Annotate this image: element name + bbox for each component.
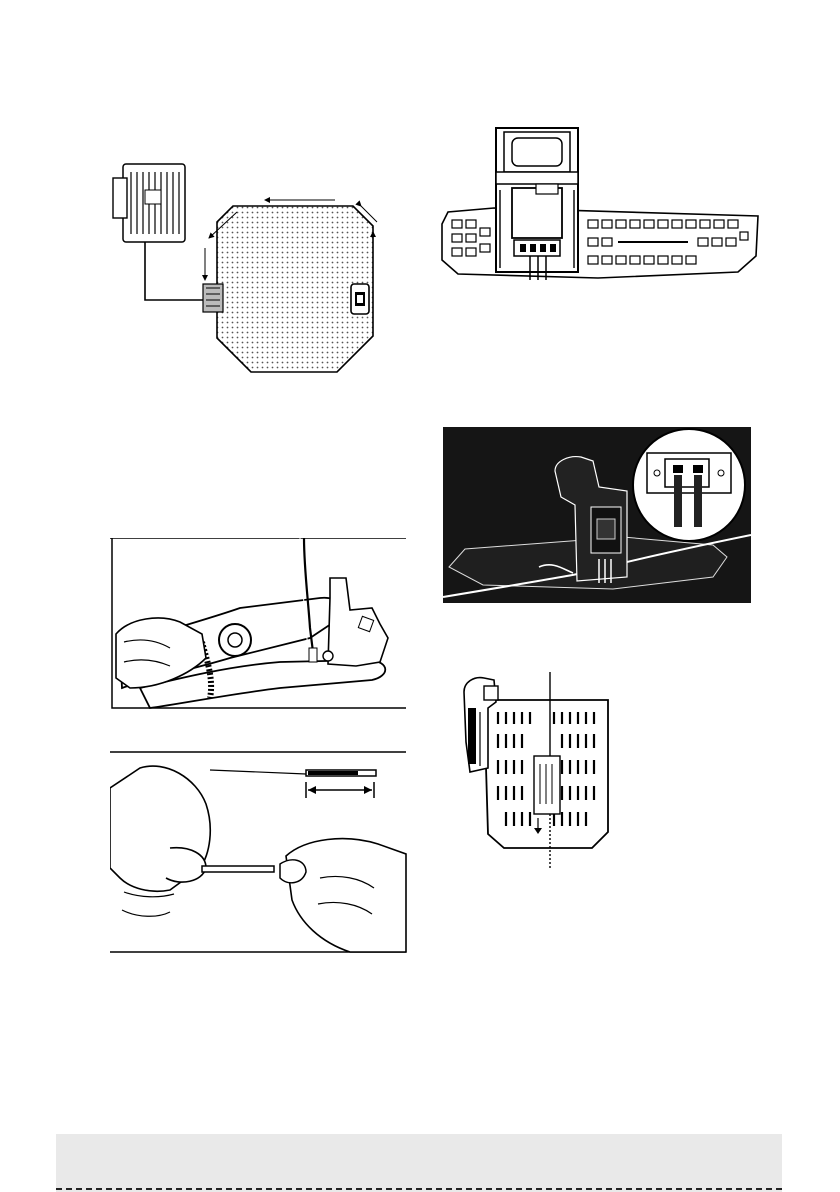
charging-station-front-view	[438, 120, 768, 290]
lawn-area	[217, 206, 373, 372]
boundary-wire	[145, 242, 209, 300]
mower-left-icon	[203, 284, 223, 312]
wire-stripping-illustration	[110, 538, 408, 956]
boundary-wire-layout-diagram	[105, 160, 395, 380]
magnified-connector-inset	[633, 429, 745, 541]
page-footer-bar	[56, 1134, 782, 1192]
charging-station-wire-connection-photo	[443, 427, 751, 603]
footer-text	[56, 1134, 782, 1192]
mower-right-icon	[351, 284, 369, 314]
charging-station-icon	[113, 164, 185, 242]
charging-station-top-view	[458, 672, 628, 874]
footer-divider	[56, 1188, 782, 1190]
